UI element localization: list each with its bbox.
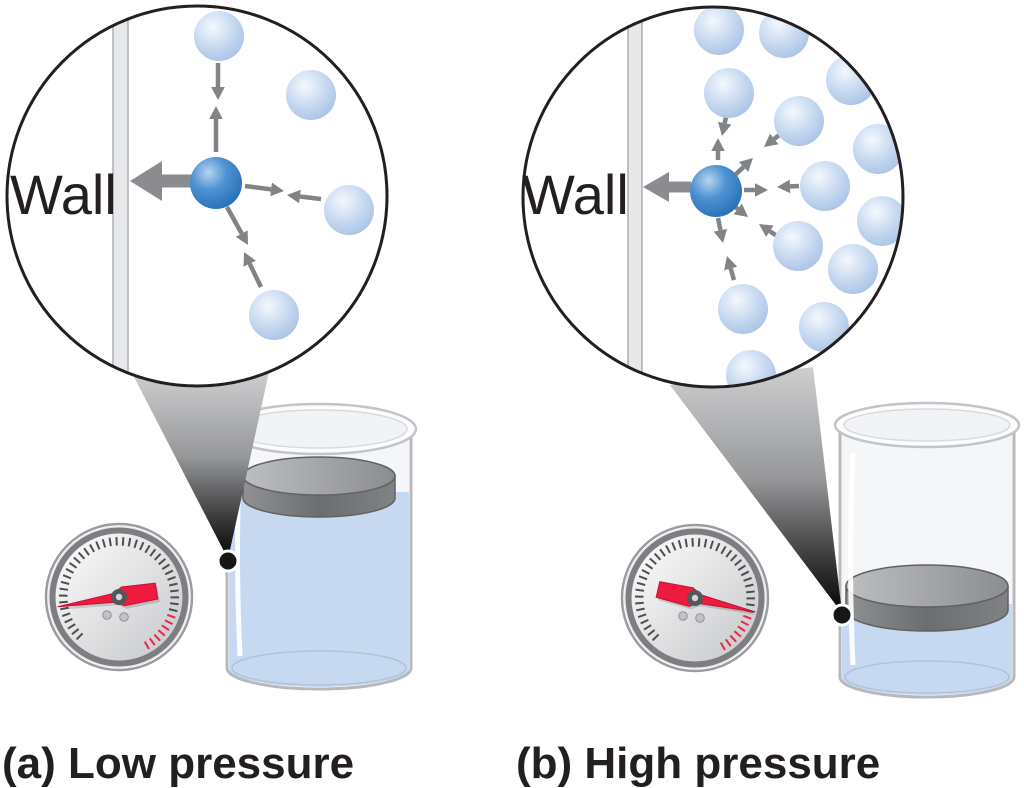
caption-low-pressure: (a) Low pressure [2, 739, 354, 788]
wall-label-b: Wall [522, 163, 629, 226]
wall-label-a: Wall [10, 163, 117, 226]
caption-high-pressure: (b) High pressure [516, 739, 880, 788]
panel-a-art [5, 4, 418, 691]
panel-b-art [521, 5, 1021, 699]
